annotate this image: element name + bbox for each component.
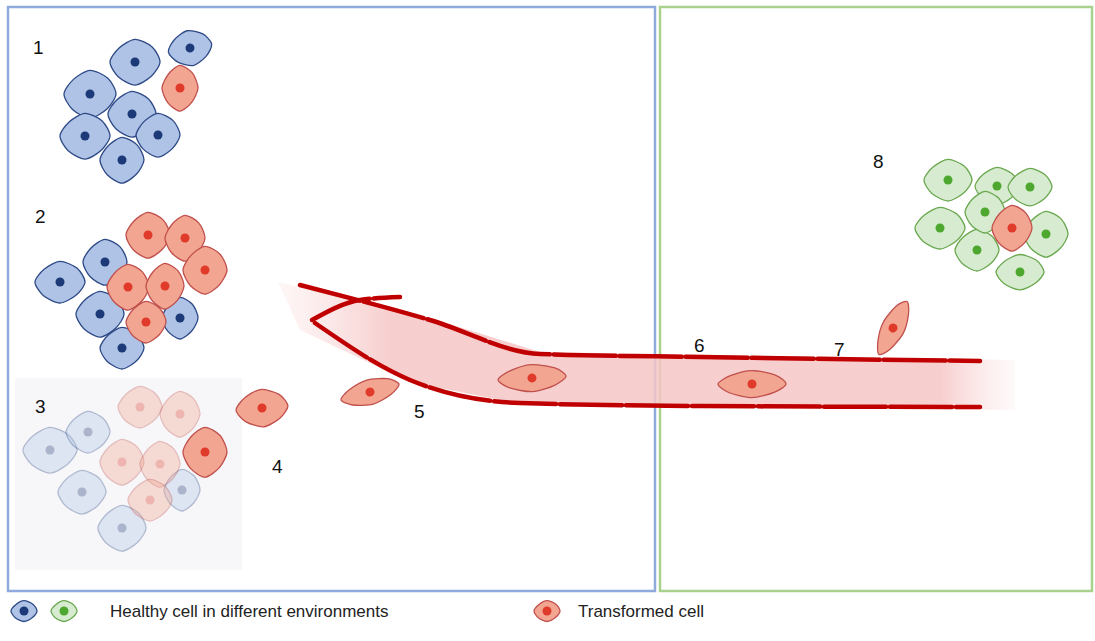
cell-icon (58, 470, 106, 514)
cell-icon (718, 371, 786, 398)
callout-number: 5 (414, 402, 425, 421)
cell-icon (66, 411, 110, 453)
cell-icon (128, 479, 172, 521)
cell-icon (162, 65, 198, 111)
legend-text: Healthy cell in different environments (110, 603, 388, 620)
cell-icon (183, 246, 227, 294)
cell-icon (234, 387, 289, 429)
cell-icon (183, 427, 227, 477)
cell-icon (126, 212, 170, 258)
cell-icon (955, 229, 999, 271)
callout-number: 4 (272, 457, 283, 476)
cell-icon (35, 261, 85, 303)
cell-icon (126, 301, 166, 343)
callout-number: 6 (694, 336, 705, 355)
cell-icon (869, 296, 917, 360)
cells (11, 27, 1068, 622)
cell-icon (136, 113, 180, 157)
cell-icon (118, 386, 162, 428)
cell-icon (51, 601, 77, 622)
cell-icon (100, 137, 144, 183)
legend-text: Transformed cell (578, 603, 704, 620)
cell-icon (534, 601, 560, 622)
cell-icon (497, 363, 566, 394)
callout-number: 7 (834, 340, 845, 359)
callout-number: 1 (33, 38, 44, 57)
cell-icon (165, 27, 214, 69)
faded-tissue-ground (15, 378, 242, 570)
secondary-site-frame (660, 7, 1092, 591)
callout-number: 2 (35, 207, 46, 226)
cell-icon (110, 39, 160, 85)
cell-icon (924, 159, 972, 201)
cell-icon (1008, 168, 1052, 205)
callout-number: 3 (35, 397, 46, 416)
cell-icon (992, 205, 1032, 251)
cell-icon (100, 439, 144, 485)
cell-icon (160, 391, 200, 437)
cell-icon (338, 372, 402, 412)
cell-icon (996, 254, 1044, 289)
cell-icon (915, 207, 965, 249)
cell-icon (11, 601, 37, 622)
cell-icon (146, 263, 184, 309)
callout-number: 8 (873, 152, 884, 171)
vessel-wall (300, 285, 980, 407)
